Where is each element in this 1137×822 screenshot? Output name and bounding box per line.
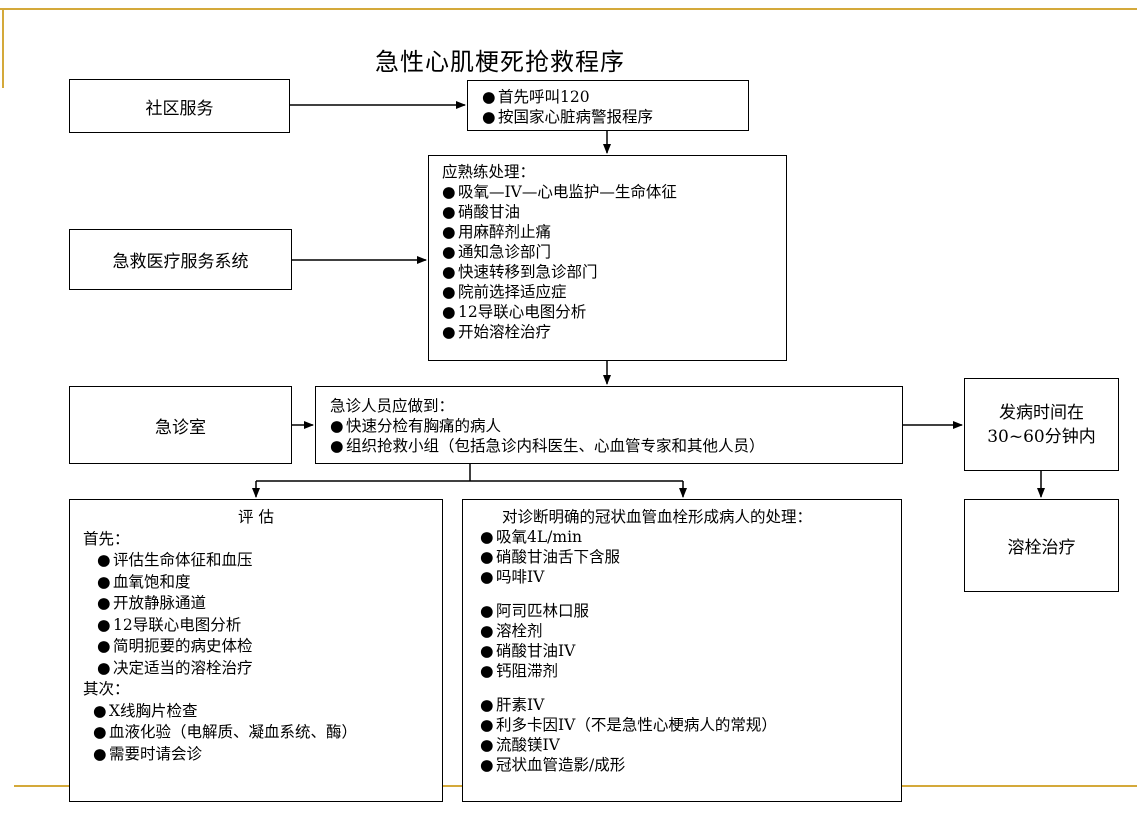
list-item: ●硝酸甘油IV (480, 642, 576, 660)
first-label: 首先： (83, 529, 130, 548)
treatment-heading: 应熟练处理： (442, 163, 536, 181)
list-item: ●X线胸片检查 (93, 701, 198, 720)
onset-time-box: 发病时间在 30~60分钟内 (964, 378, 1119, 471)
list-item: ●开放静脉通道 (97, 594, 207, 612)
list-item: ●简明扼要的病史体检 (97, 637, 253, 655)
list-item: ●冠状血管造影/成形 (480, 756, 626, 774)
list-item: ●首先呼叫120 (482, 88, 590, 106)
er-staff-heading: 急诊人员应做到： (330, 397, 455, 415)
call-box: ●首先呼叫120 ●按国家心脏病警报程序 (467, 80, 749, 131)
page-title: 急性心肌梗死抢救程序 (375, 48, 625, 76)
list-item: ●12导联心电图分析 (442, 303, 587, 321)
list-item: ●钙阻滞剂 (480, 662, 559, 680)
assessment-heading: 评 估 (238, 508, 274, 526)
list-item: ●需要时请会诊 (93, 744, 203, 763)
list-item: ●按国家心脏病警报程序 (482, 108, 654, 126)
list-item: ●吸氧—IV—心电监护—生命体征 (442, 183, 677, 201)
er-label: 急诊室 (155, 417, 206, 438)
list-item: ●12导联心电图分析 (97, 615, 242, 634)
list-item: ●快速转移到急诊部门 (442, 263, 598, 281)
thrombolysis-box: 溶栓治疗 (964, 499, 1119, 592)
onset-line-2: 30~60分钟内 (987, 426, 1096, 447)
ami-heading: 对诊断明确的冠状血管血栓形成病人的处理： (502, 508, 813, 526)
list-item: ●肝素IV (480, 696, 545, 714)
list-item: ●通知急诊部门 (442, 243, 552, 261)
er-box: 急诊室 (69, 386, 292, 464)
thrombolysis-label: 溶栓治疗 (1007, 538, 1076, 558)
list-item: ●决定适当的溶栓治疗 (97, 658, 253, 677)
list-item: ●评估生命体征和血压 (97, 551, 253, 569)
list-item: ●硝酸甘油舌下含服 (480, 548, 621, 566)
second-label: 其次： (83, 680, 130, 698)
list-item: ●利多卡因IV（不是急性心梗病人的常规） (480, 716, 777, 734)
assessment-box: 评 估 首先： ●评估生命体征和血压 ●血氧饱和度 ●开放静脉通道 ●12导联心… (69, 499, 443, 802)
list-item: ●用麻醉剂止痛 (442, 223, 552, 241)
list-item: ●血液化验（电解质、凝血系统、酶） (93, 723, 358, 741)
list-item: ●组织抢救小组（包括急诊内科医生、心血管专家和其他人员） (330, 437, 765, 455)
ems-label: 急救医疗服务系统 (112, 252, 249, 272)
left-accent-line (2, 8, 4, 88)
community-service-box: 社区服务 (69, 79, 290, 133)
top-accent-line (0, 8, 1137, 10)
list-item: ●快速分检有胸痛的病人 (330, 417, 502, 435)
list-item: ●溶栓剂 (480, 622, 543, 640)
list-item: ●吸氧4L/min (480, 528, 583, 546)
list-item: ●吗啡IV (480, 568, 545, 586)
er-staff-box: 急诊人员应做到： ●快速分检有胸痛的病人 ●组织抢救小组（包括急诊内科医生、心血… (315, 386, 903, 464)
list-item: ●开始溶栓治疗 (442, 323, 552, 341)
list-item: ●硝酸甘油 (442, 203, 521, 221)
ems-box: 急救医疗服务系统 (69, 229, 292, 290)
list-item: ●流酸镁IV (480, 736, 560, 754)
list-item: ●血氧饱和度 (97, 572, 191, 591)
community-service-label: 社区服务 (145, 98, 214, 119)
list-item: ●院前选择适应症 (442, 283, 567, 301)
onset-line-1: 发病时间在 (999, 402, 1084, 423)
ami-management-box: 对诊断明确的冠状血管血栓形成病人的处理： ●吸氧4L/min ●硝酸甘油舌下含服… (462, 499, 902, 802)
list-item: ●阿司匹林口服 (480, 602, 590, 620)
treatment-box: 应熟练处理： ●吸氧—IV—心电监护—生命体征 ●硝酸甘油 ●用麻醉剂止痛 ●通… (428, 155, 787, 361)
